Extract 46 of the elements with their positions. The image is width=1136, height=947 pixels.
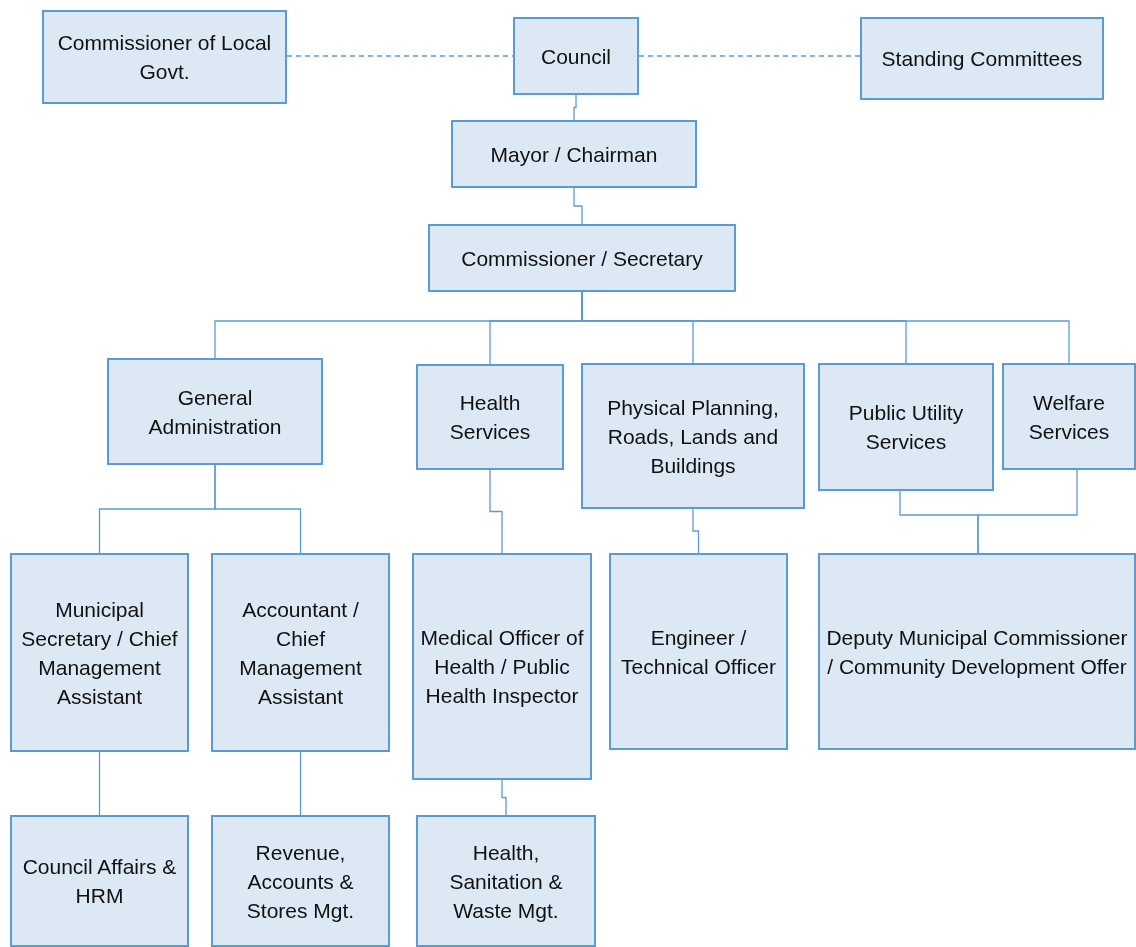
box-label: General Administration — [147, 384, 283, 440]
box-label: Commissioner of Local Govt. — [56, 30, 273, 85]
org-box — [451, 120, 697, 188]
connector-line — [573, 187, 583, 225]
box-label: Mayor / Chairman — [490, 141, 658, 168]
box-label: Council Affairs & HRM — [21, 854, 178, 909]
box-label: Health, Sanitation & Waste Mgt. — [448, 839, 564, 924]
connector-line — [214, 464, 302, 554]
org-box — [416, 815, 596, 947]
box-label: Deputy Municipal Commissioner / Community Development Offer — [826, 624, 1128, 680]
box-label: Standing Committees — [881, 46, 1083, 72]
org-box — [416, 364, 564, 470]
org-box — [581, 363, 805, 509]
org-box — [211, 553, 390, 752]
org-box — [10, 553, 189, 752]
connector-line — [573, 94, 577, 121]
box-label: Municipal Secretary / Chief Management Assistant — [20, 596, 179, 710]
box-label: Physical Planning, Roads, Lands and Buildings — [606, 394, 780, 479]
connector-line — [299, 751, 302, 816]
org-box — [10, 815, 189, 947]
org-box — [1002, 363, 1136, 470]
org-box — [860, 17, 1104, 100]
box-label: Welfare Services — [1027, 389, 1111, 445]
org-box — [609, 553, 788, 750]
box-label: Accountant / Chief Management Assistant — [238, 596, 363, 710]
org-box — [818, 553, 1136, 750]
box-label: Commissioner / Secretary — [461, 245, 703, 272]
connector-line — [692, 508, 700, 554]
org-box — [513, 17, 639, 95]
org-box — [428, 224, 736, 292]
connector-line — [501, 779, 507, 816]
org-box — [211, 815, 390, 947]
box-label: Council — [540, 43, 611, 70]
box-label: Revenue, Accounts & Stores Mgt. — [245, 839, 356, 924]
box-label: Engineer / Technical Officer — [620, 624, 777, 680]
org-box — [107, 358, 323, 465]
connector-line — [489, 469, 503, 554]
org-box — [818, 363, 994, 491]
connector-line — [977, 469, 1078, 554]
box-label: Medical Officer of Health / Public Health Inspector — [420, 625, 584, 709]
box-label: Public Utility Services — [847, 400, 965, 455]
box-label: Health Services — [448, 390, 532, 445]
org-box — [42, 10, 287, 104]
connector-line — [638, 55, 861, 57]
connector-line — [98, 751, 101, 816]
org-box — [412, 553, 592, 780]
